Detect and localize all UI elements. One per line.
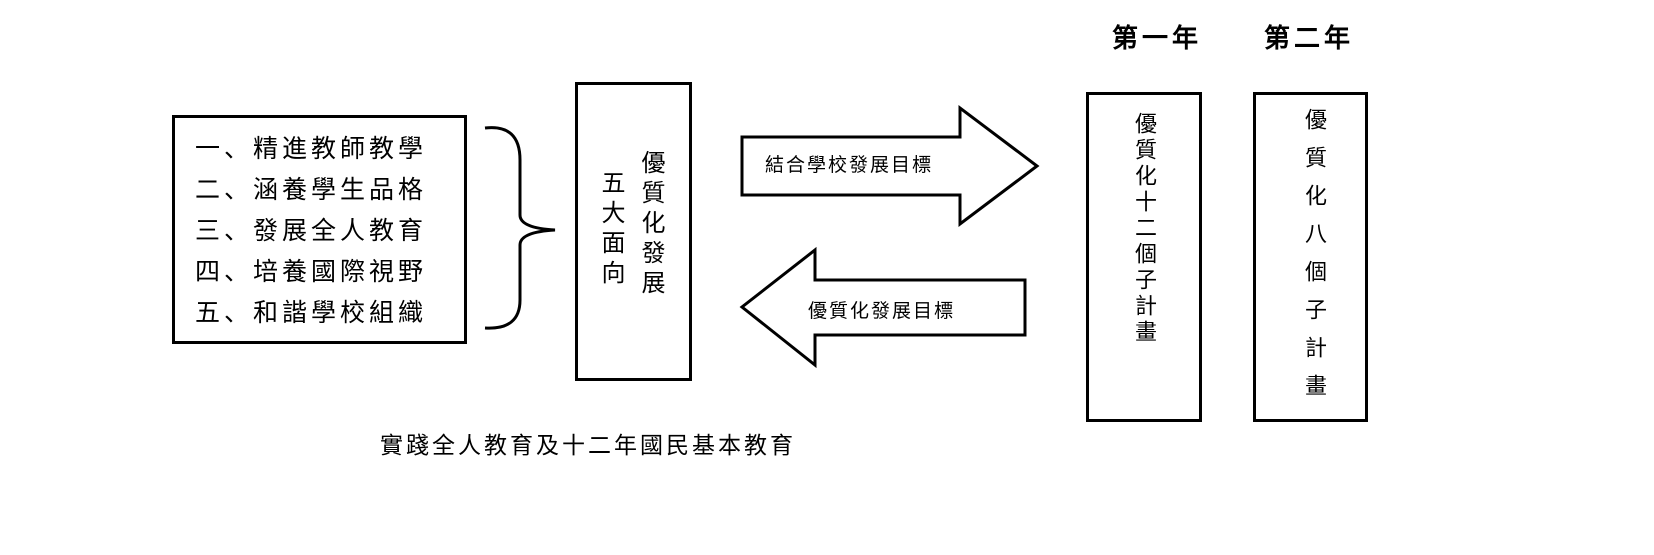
backward-arrow-label: 優質化發展目標: [808, 300, 956, 322]
aspects-list: 一、精進教師教學 二、涵養學生品格 三、發展全人教育 四、培養國際視野 五、和諧…: [195, 128, 427, 333]
year1-box: [1086, 92, 1202, 422]
center-box: [575, 82, 692, 381]
center-title-line1: 優質化發展: [637, 150, 665, 300]
forward-arrow-label: 結合學校發展目標: [765, 154, 934, 176]
aspects-box: [172, 115, 467, 344]
year2-header: 第二年: [1264, 24, 1355, 54]
year1-plan: 優質化十二個子計畫: [1131, 112, 1156, 346]
aspect-item: 三、發展全人教育: [195, 216, 428, 245]
backward-arrow: [739, 246, 1027, 369]
year2-plan: 優質化八個子計畫: [1301, 108, 1326, 412]
aspect-item: 一、精進教師教學: [195, 134, 428, 163]
brace: [484, 126, 556, 330]
year2-box: [1253, 92, 1368, 422]
aspect-item: 五、和諧學校組織: [195, 298, 428, 327]
caption: 實踐全人教育及十二年國民基本教育: [380, 433, 796, 459]
aspect-item: 二、涵養學生品格: [195, 175, 428, 204]
year1-header: 第一年: [1112, 24, 1203, 54]
forward-arrow: [740, 104, 1040, 228]
center-title-line2: 五大面向: [597, 170, 625, 290]
aspect-item: 四、培養國際視野: [195, 257, 428, 286]
